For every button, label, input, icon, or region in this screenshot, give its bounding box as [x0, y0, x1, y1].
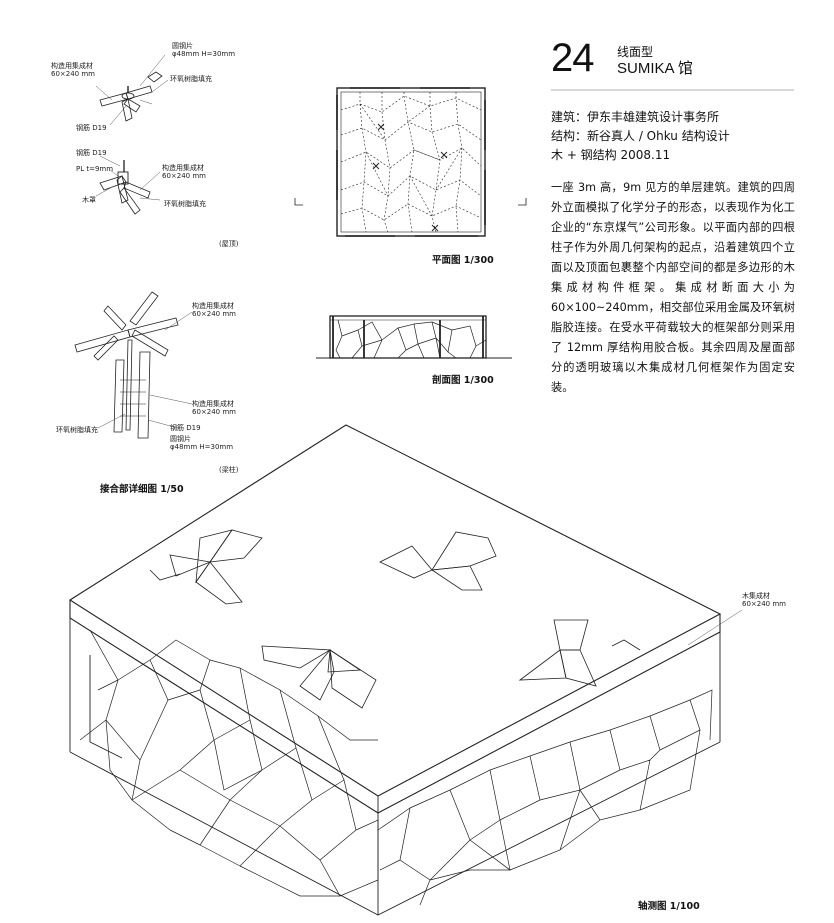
roof-joint-detail-2 [95, 155, 161, 215]
section-marker-left [294, 198, 303, 206]
project-category: 线面型 [617, 45, 654, 59]
label-epoxy-roof: 环氧树脂填充 [170, 75, 212, 83]
plan-caption: 平面图 1/300 [432, 255, 494, 266]
label-rebar-column: 钢筋 D19 [170, 424, 201, 432]
tag-roof: (屋顶) [219, 240, 239, 248]
label-epoxy-roof2: 环氧树脂填充 [164, 200, 206, 208]
label-steel-plate-column: 圆钢片 φ48mm H=30mm [170, 435, 234, 451]
label-wood-cover: 木罩 [82, 196, 96, 204]
label-steel-plate-roof: 圆钢片 φ48mm H=30mm [172, 42, 236, 58]
plan-drawing [336, 87, 486, 237]
label-axon-glulam: 木集成材 60×240 mm [742, 592, 786, 608]
label-glulam-roof2: 构造用集成材 60×240 mm [162, 164, 206, 180]
section-caption: 剖面图 1/300 [432, 375, 494, 386]
detail-caption: 接合部详细图 1/50 [100, 484, 184, 495]
roof-joint-detail-1 [95, 54, 169, 126]
label-pl-roof2: PL t=9mm [76, 165, 114, 173]
label-epoxy-column: 环氧树脂填充 [56, 426, 98, 434]
credit-structure: 结构：新谷真人 / Ohku 结构设计 [551, 129, 730, 143]
label-glulam-roof: 构造用集成材 60×240 mm [51, 62, 95, 78]
tag-column: (梁柱) [219, 466, 239, 474]
project-name: SUMIKA 馆 [617, 60, 693, 77]
section-drawing [316, 315, 512, 359]
label-glulam-column-mid: 构造用集成材 60×240 mm [192, 400, 236, 416]
label-rebar-roof2: 钢筋 D19 [76, 149, 107, 157]
section-marker-right [518, 198, 527, 206]
credit-material-date: 木 + 钢结构 2008.11 [551, 148, 671, 162]
label-glulam-column-top: 构造用集成材 60×240 mm [192, 302, 236, 318]
project-number: 24 [551, 36, 594, 80]
column-joint-detail [74, 291, 193, 439]
axon-caption: 轴测图 1/100 [638, 901, 700, 912]
label-rebar-roof: 钢筋 D19 [76, 124, 107, 132]
credit-architect: 建筑：伊东丰雄建筑设计事务所 [551, 110, 720, 124]
axonometric-drawing [68, 424, 743, 916]
project-description: 一座 3m 高，9m 见方的单层建筑。建筑的四周外立面模拟了化学分子的形态，以表… [551, 181, 795, 394]
